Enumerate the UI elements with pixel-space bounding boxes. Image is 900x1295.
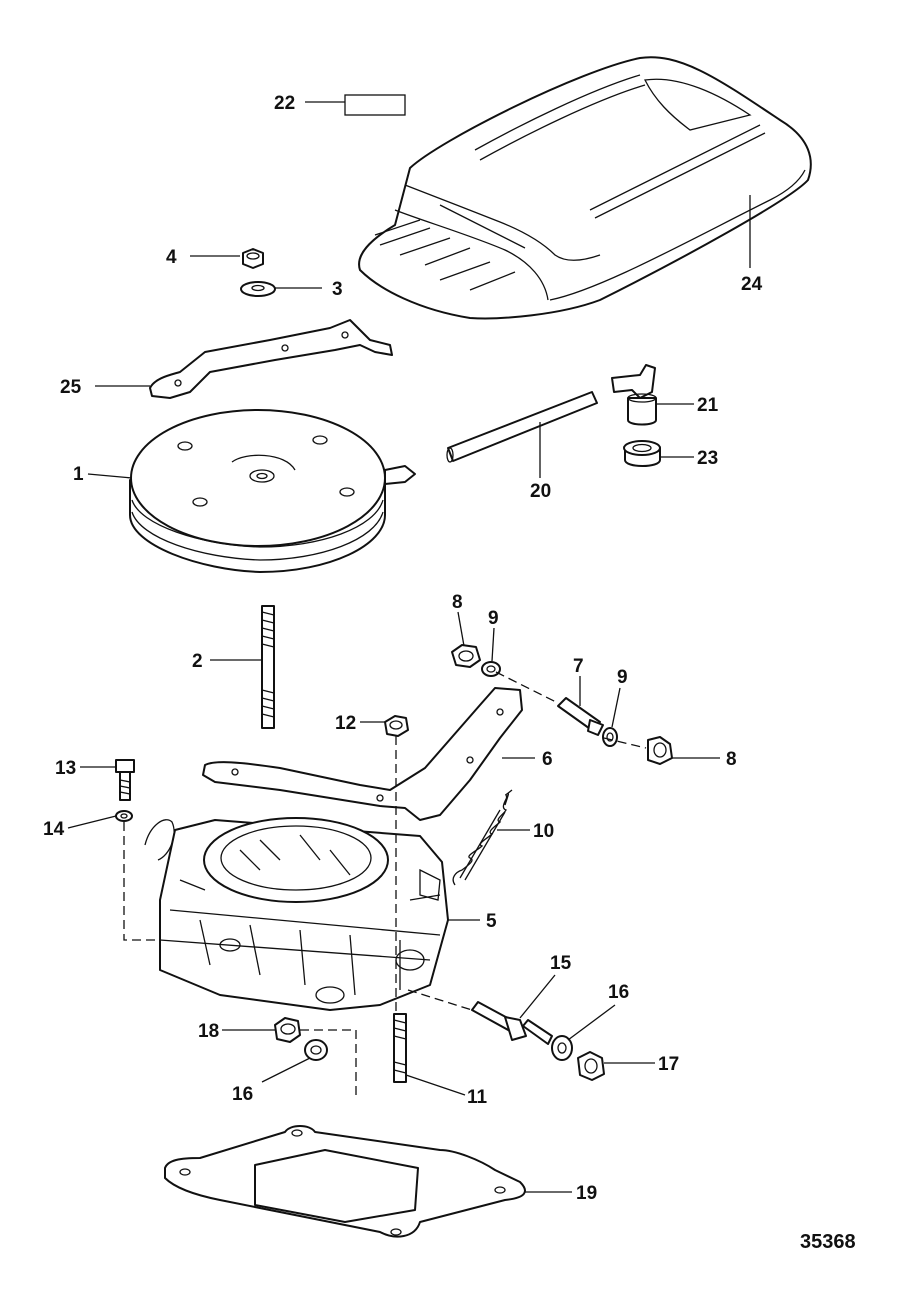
stud-part-15[interactable] bbox=[471, 1001, 553, 1045]
hose-part-20[interactable] bbox=[446, 391, 598, 463]
leader-lines bbox=[67, 101, 751, 1193]
callout-2: 2 bbox=[192, 651, 203, 672]
callout-10: 10 bbox=[533, 821, 554, 842]
nut-part-17[interactable] bbox=[577, 1051, 605, 1081]
callout-19: 19 bbox=[576, 1183, 597, 1204]
bracket-part-25[interactable] bbox=[149, 319, 393, 399]
throttle-bracket-part-6[interactable] bbox=[202, 687, 523, 821]
callout-23: 23 bbox=[697, 448, 718, 469]
washer-part-9-top[interactable] bbox=[481, 661, 501, 677]
elbow-fitting-part-21[interactable] bbox=[611, 364, 657, 426]
callout-14: 14 bbox=[43, 819, 65, 840]
callout-15: 15 bbox=[550, 953, 572, 974]
washer-part-9-right[interactable] bbox=[602, 727, 618, 747]
grommet-part-23[interactable] bbox=[623, 440, 661, 467]
engine-cover-part[interactable] bbox=[358, 56, 812, 320]
callout-13: 13 bbox=[55, 758, 76, 779]
stud-part-2[interactable] bbox=[261, 605, 275, 729]
stud-part-7[interactable] bbox=[557, 697, 604, 736]
callout-16-right: 16 bbox=[608, 982, 629, 1003]
nut-part-8-right[interactable] bbox=[647, 736, 673, 765]
air-cleaner-part-1[interactable] bbox=[129, 409, 416, 573]
gasket-part-19[interactable] bbox=[164, 1125, 526, 1238]
nut-part-4[interactable] bbox=[242, 248, 264, 269]
washer-part-14[interactable] bbox=[115, 810, 133, 822]
callout-labels: 22 24 4 3 25 21 23 1 20 8 9 2 7 9 12 6 8… bbox=[43, 93, 763, 1204]
stud-part-11[interactable] bbox=[393, 1013, 407, 1083]
callout-5: 5 bbox=[486, 911, 497, 932]
callout-8-right: 8 bbox=[726, 749, 737, 770]
callout-1: 1 bbox=[73, 464, 84, 485]
callout-16-left: 16 bbox=[232, 1084, 253, 1105]
callout-17: 17 bbox=[658, 1054, 679, 1075]
washer-part-16-right[interactable] bbox=[551, 1035, 573, 1061]
nut-part-8-top[interactable] bbox=[451, 644, 481, 668]
callout-9-right: 9 bbox=[617, 667, 628, 688]
alignment-lines bbox=[123, 671, 647, 1100]
bolt-part-13[interactable] bbox=[115, 759, 135, 801]
callout-25: 25 bbox=[60, 377, 82, 398]
callout-12: 12 bbox=[335, 713, 356, 734]
callout-24: 24 bbox=[741, 274, 763, 295]
callout-9-top: 9 bbox=[488, 608, 499, 629]
callout-4: 4 bbox=[166, 247, 177, 268]
callout-6: 6 bbox=[542, 749, 553, 770]
callout-20: 20 bbox=[530, 481, 551, 502]
washer-part-3[interactable] bbox=[240, 281, 276, 297]
nut-part-12[interactable] bbox=[384, 715, 409, 737]
callout-8-top: 8 bbox=[452, 592, 463, 613]
nut-part-18[interactable] bbox=[274, 1017, 301, 1043]
spring-part-10[interactable] bbox=[452, 789, 513, 886]
callout-7: 7 bbox=[573, 656, 584, 677]
callout-11: 11 bbox=[467, 1087, 488, 1108]
washer-part-16-left[interactable] bbox=[304, 1039, 328, 1061]
callout-22: 22 bbox=[274, 93, 295, 114]
callout-21: 21 bbox=[697, 395, 719, 416]
carburetor-part-5[interactable] bbox=[144, 817, 449, 1011]
part-22-label-box bbox=[344, 94, 406, 116]
figure-number: 35368 bbox=[800, 1231, 856, 1253]
callout-3: 3 bbox=[332, 279, 343, 300]
callout-18: 18 bbox=[198, 1021, 219, 1042]
